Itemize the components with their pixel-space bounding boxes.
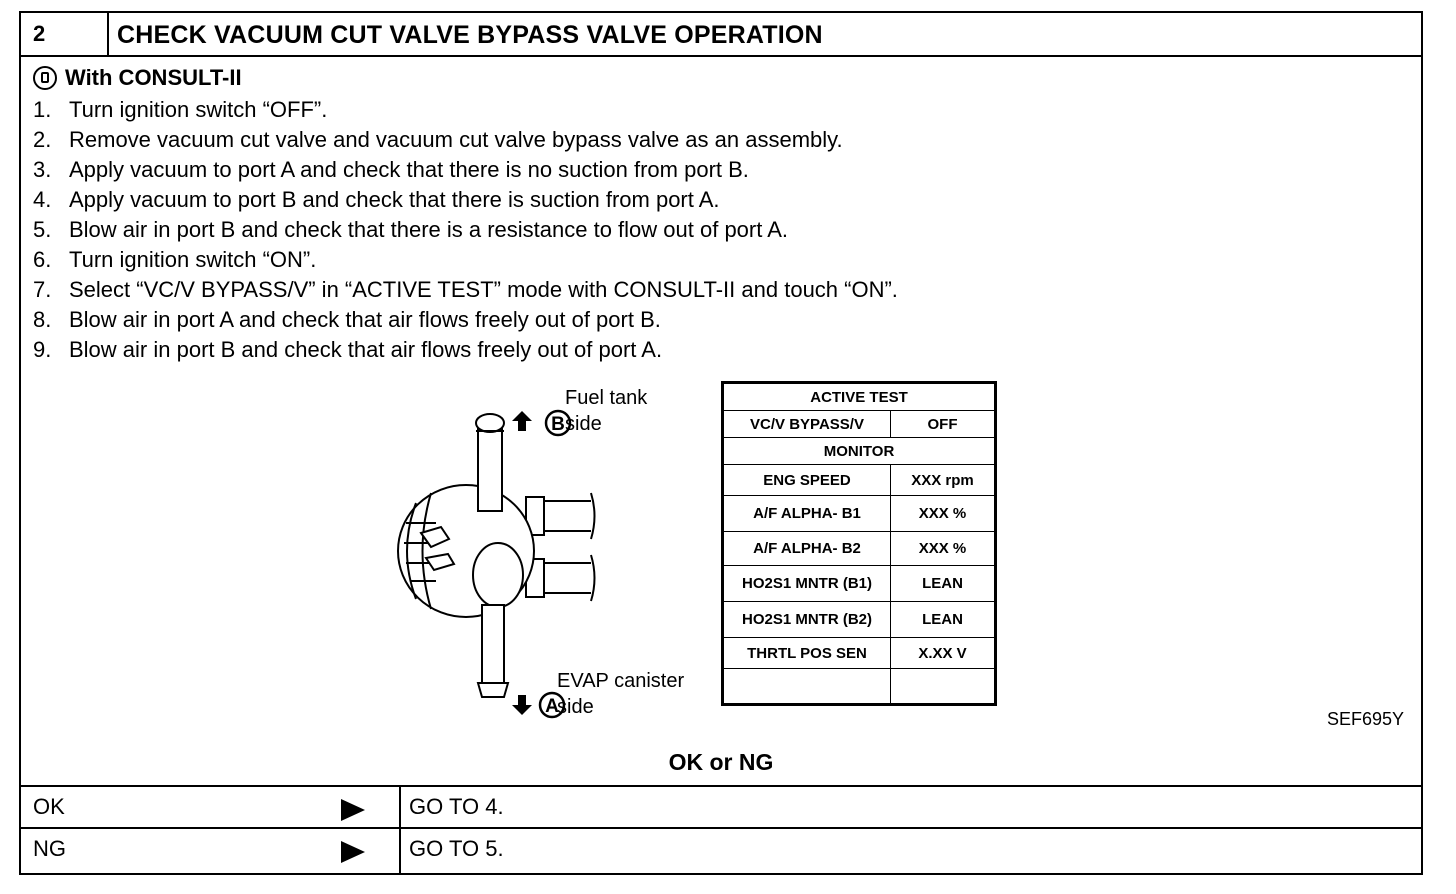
result-action: GO TO 4. xyxy=(409,794,504,819)
monitor-title: MONITOR xyxy=(722,437,996,465)
table-row: HO2S1 MNTR (B1)LEAN xyxy=(722,565,996,602)
port-b-letter: B xyxy=(551,414,565,435)
test-item: VC/V BYPASS/V xyxy=(722,410,891,438)
step-header: 2 CHECK VACUUM CUT VALVE BYPASS VALVE OP… xyxy=(21,13,1421,57)
active-test-screen: ACTIVE TEST VC/V BYPASS/V OFF MONITOR EN… xyxy=(721,381,997,706)
figure-code: SEF695Y xyxy=(1327,709,1405,729)
procedure-box: 2 CHECK VACUUM CUT VALVE BYPASS VALVE OP… xyxy=(19,11,1423,875)
arrow-right-icon xyxy=(341,841,365,863)
result-row-ng: NG GO TO 5. xyxy=(21,827,1421,873)
list-item: 7.Select “VC/V BYPASS/V” in “ACTIVE TEST… xyxy=(33,277,898,302)
list-item: 1.Turn ignition switch “OFF”. xyxy=(33,97,328,122)
result-row-ok: OK GO TO 4. xyxy=(21,785,1421,829)
list-item: 4.Apply vacuum to port B and check that … xyxy=(33,187,720,212)
list-item: 2.Remove vacuum cut valve and vacuum cut… xyxy=(33,127,843,152)
arrow-right-icon xyxy=(341,799,365,821)
list-item: 5.Blow air in port B and check that ther… xyxy=(33,217,789,242)
port-a-letter: A xyxy=(545,696,559,717)
table-row: HO2S1 MNTR (B2)LEAN xyxy=(722,601,996,638)
test-value: OFF xyxy=(890,410,996,438)
active-test-title: ACTIVE TEST xyxy=(722,382,996,411)
valve-diagram: B A xyxy=(397,409,596,719)
result-key: NG xyxy=(33,836,66,861)
step-list: 1.Turn ignition switch “OFF”. 2.Remove v… xyxy=(33,95,898,365)
list-item: 6.Turn ignition switch “ON”. xyxy=(33,247,317,272)
consult-heading: With CONSULT-II xyxy=(33,65,242,91)
result-key: OK xyxy=(33,794,65,819)
step-title: CHECK VACUUM CUT VALVE BYPASS VALVE OPER… xyxy=(117,21,823,49)
list-item: 8.Blow air in port A and check that air … xyxy=(33,307,661,332)
consult-label: With CONSULT-II xyxy=(65,65,242,90)
result-action: GO TO 5. xyxy=(409,836,504,861)
list-item: 9.Blow air in port B and check that air … xyxy=(33,337,663,362)
ok-or-ng-heading: OK or NG xyxy=(668,749,774,775)
step-number: 2 xyxy=(21,13,109,55)
consult-tool-icon xyxy=(33,66,57,90)
table-row xyxy=(722,668,996,705)
list-item: 3.Apply vacuum to port A and check that … xyxy=(33,157,749,182)
